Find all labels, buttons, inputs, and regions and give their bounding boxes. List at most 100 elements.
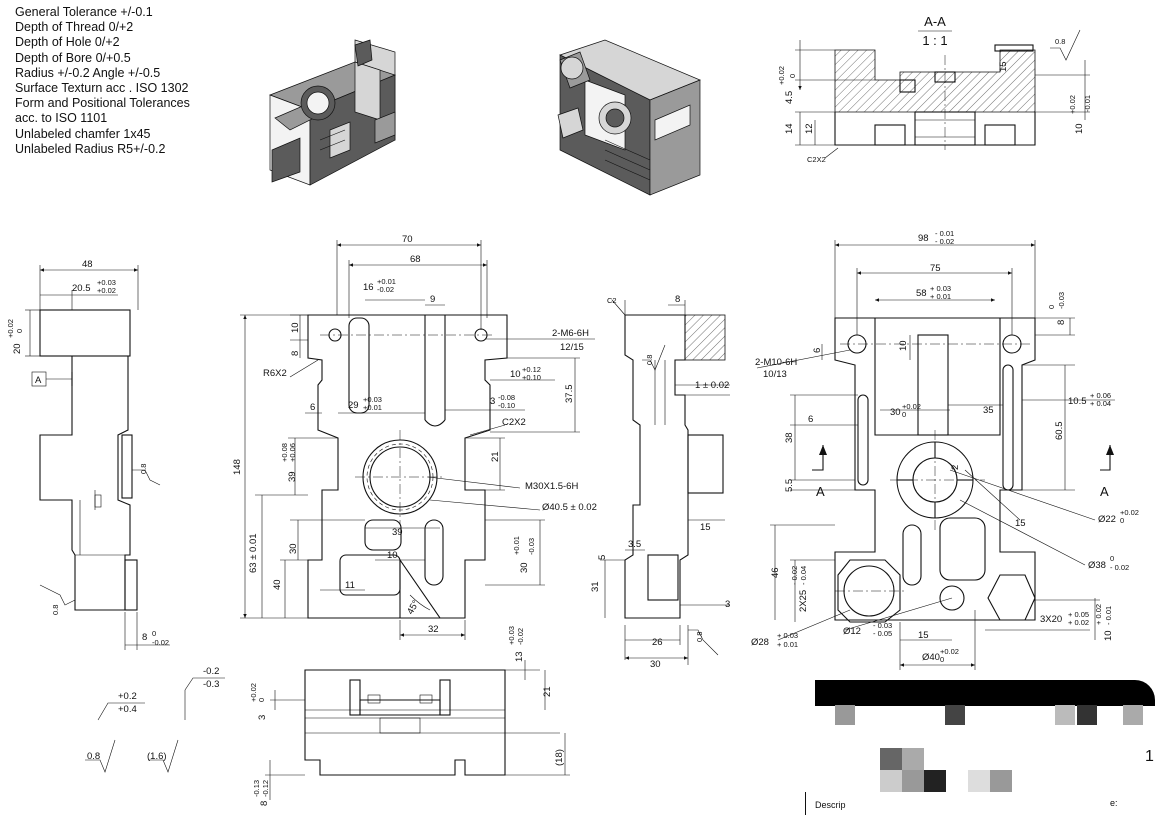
- note-line: Depth of Thread 0/+2: [15, 20, 134, 35]
- dimension-label: +0.10: [522, 373, 541, 382]
- mask-block: [945, 705, 965, 725]
- dimension-label: +0.02: [940, 647, 959, 656]
- section-view-a-a: A-A 1 : 1 4.5 +0.02 0 14 12 15 10 +0.02: [777, 14, 1092, 164]
- dimension-label: + 0.04: [1090, 399, 1111, 408]
- dimension-label: 0: [15, 329, 24, 333]
- dimension-label: -0.03: [1057, 292, 1066, 309]
- isometric-view-1: [269, 39, 397, 186]
- dimension-label: - 0.05: [873, 629, 892, 638]
- dimension-label: +0.02: [6, 319, 15, 338]
- dimension-label: Ø12: [843, 626, 861, 637]
- dimension-label: +0.08: [280, 443, 289, 462]
- mask-block: [880, 770, 902, 792]
- dimension-label: 0.8: [139, 464, 148, 474]
- dimension-label: 10/13: [763, 369, 787, 380]
- dimension-label: 70: [402, 234, 413, 245]
- dimension-label: 0: [257, 698, 266, 702]
- dimension-label: 21: [490, 451, 501, 462]
- title-bar: [815, 680, 1155, 706]
- section-title: A-A: [924, 14, 946, 29]
- dimension-label: 48: [82, 259, 93, 270]
- dimension-label: 15: [1015, 518, 1026, 529]
- dimension-label: 3: [725, 599, 730, 610]
- dimension-label: +0.2: [118, 691, 137, 702]
- mask-block: [1077, 705, 1097, 725]
- note-line: acc. to ISO 1101: [15, 111, 108, 126]
- dimension-label: 0: [788, 74, 797, 78]
- dimension-label: 4.5: [784, 91, 795, 104]
- dimension-label: 2-M10-6H: [755, 357, 797, 368]
- dimension-label: 0: [152, 629, 156, 638]
- dimension-label: 0: [1047, 305, 1056, 309]
- dimension-label: +0.02: [1068, 95, 1077, 114]
- title-block: Descrip e: 1: [805, 680, 1164, 815]
- dimension-label: 39: [287, 471, 298, 482]
- front-view: 70 68 16 +0.01 -0.02 9 10 8 2-M6-6H 12/1…: [232, 234, 597, 640]
- mask-block: [1123, 705, 1143, 725]
- dimension-label: 0: [1120, 516, 1124, 525]
- dimension-label: 58: [916, 288, 927, 299]
- dimension-label: 0.8: [87, 751, 100, 762]
- mask-block: [1055, 705, 1075, 725]
- dimension-label: -0.13: [252, 780, 261, 797]
- dimension-label: 10: [290, 322, 301, 333]
- dimension-label: 29: [348, 400, 359, 411]
- dimension-label: 8: [142, 632, 147, 643]
- note-line: Form and Positional Tolerances: [15, 96, 190, 111]
- dimension-label: 3: [490, 396, 495, 407]
- dimension-label: C2X2: [502, 417, 526, 428]
- left-view: 48 20.5 +0.03 +0.02 20 +0.02 0 A 0.8 0.8…: [6, 259, 170, 650]
- dimension-label: +0.02: [97, 286, 116, 295]
- side-view: 8 C2 0.8 1 ± 0.02 15 3.5 5 31 3 26 30 0.…: [590, 294, 730, 670]
- dimension-label: -0.12: [261, 780, 270, 797]
- dimension-label: + 0.05: [1068, 610, 1089, 619]
- dimension-label: 37.5: [564, 385, 575, 404]
- dimension-label: +0.02: [777, 66, 786, 85]
- dimension-label: 6: [808, 414, 813, 425]
- dimension-label: + 0.01: [930, 292, 951, 301]
- isometric-view-2: [557, 39, 701, 196]
- dimension-label: 14: [784, 123, 795, 134]
- dimension-label: + 0.02: [1068, 618, 1089, 627]
- dimension-label: -0.01: [1083, 95, 1092, 112]
- dimension-label: 12/15: [560, 342, 584, 353]
- dimension-label: -0.03: [527, 538, 536, 555]
- dimension-label: +0.02: [902, 402, 921, 411]
- dimension-label: Ø40.5 ± 0.02: [542, 502, 597, 513]
- note-line: Radius +/-0.2 Angle +/-0.5: [15, 65, 161, 80]
- dimension-label: 40: [272, 579, 283, 590]
- dimension-label: 30: [890, 407, 901, 418]
- dimension-label: + 0.01: [777, 640, 798, 649]
- mask-block: [968, 770, 990, 792]
- dimension-label: 26: [652, 637, 663, 648]
- dimension-label: 15: [700, 522, 711, 533]
- dimension-label: 0: [940, 655, 944, 664]
- dimension-label: C2: [607, 296, 617, 305]
- dimension-label: Ø40: [922, 652, 940, 663]
- dimension-label: 6: [812, 348, 823, 353]
- dimension-label: 20: [12, 343, 23, 354]
- dimension-label: 0.8: [645, 355, 654, 365]
- dimension-label: 0.8: [695, 632, 704, 642]
- dimension-label: 39: [392, 527, 403, 538]
- dimension-label: 9: [430, 294, 435, 305]
- dimension-label: 3: [257, 715, 268, 720]
- dimension-label: - 0.04: [799, 566, 808, 585]
- dimension-label: +0.01: [512, 536, 521, 555]
- dimension-label: (1.6): [147, 751, 167, 762]
- dimension-label: + 0.02: [1094, 604, 1103, 625]
- dimension-label: (18): [554, 749, 565, 766]
- dimension-label: +0.06: [288, 443, 297, 462]
- general-notes: General Tolerance +/-0.1 Depth of Thread…: [15, 5, 190, 157]
- dimension-label: 10: [1074, 123, 1085, 134]
- dimension-label: Ø28: [751, 637, 769, 648]
- dimension-label: 10.5: [1068, 396, 1087, 407]
- date-label: e:: [1110, 798, 1118, 808]
- title-border: [805, 792, 806, 815]
- dimension-label: 60.5: [1054, 422, 1065, 441]
- dimension-label: - 0.01: [935, 229, 954, 238]
- dimension-label: -0.08: [498, 393, 515, 402]
- dimension-label: +0.03: [363, 395, 382, 404]
- dimension-label: +0.03: [97, 278, 116, 287]
